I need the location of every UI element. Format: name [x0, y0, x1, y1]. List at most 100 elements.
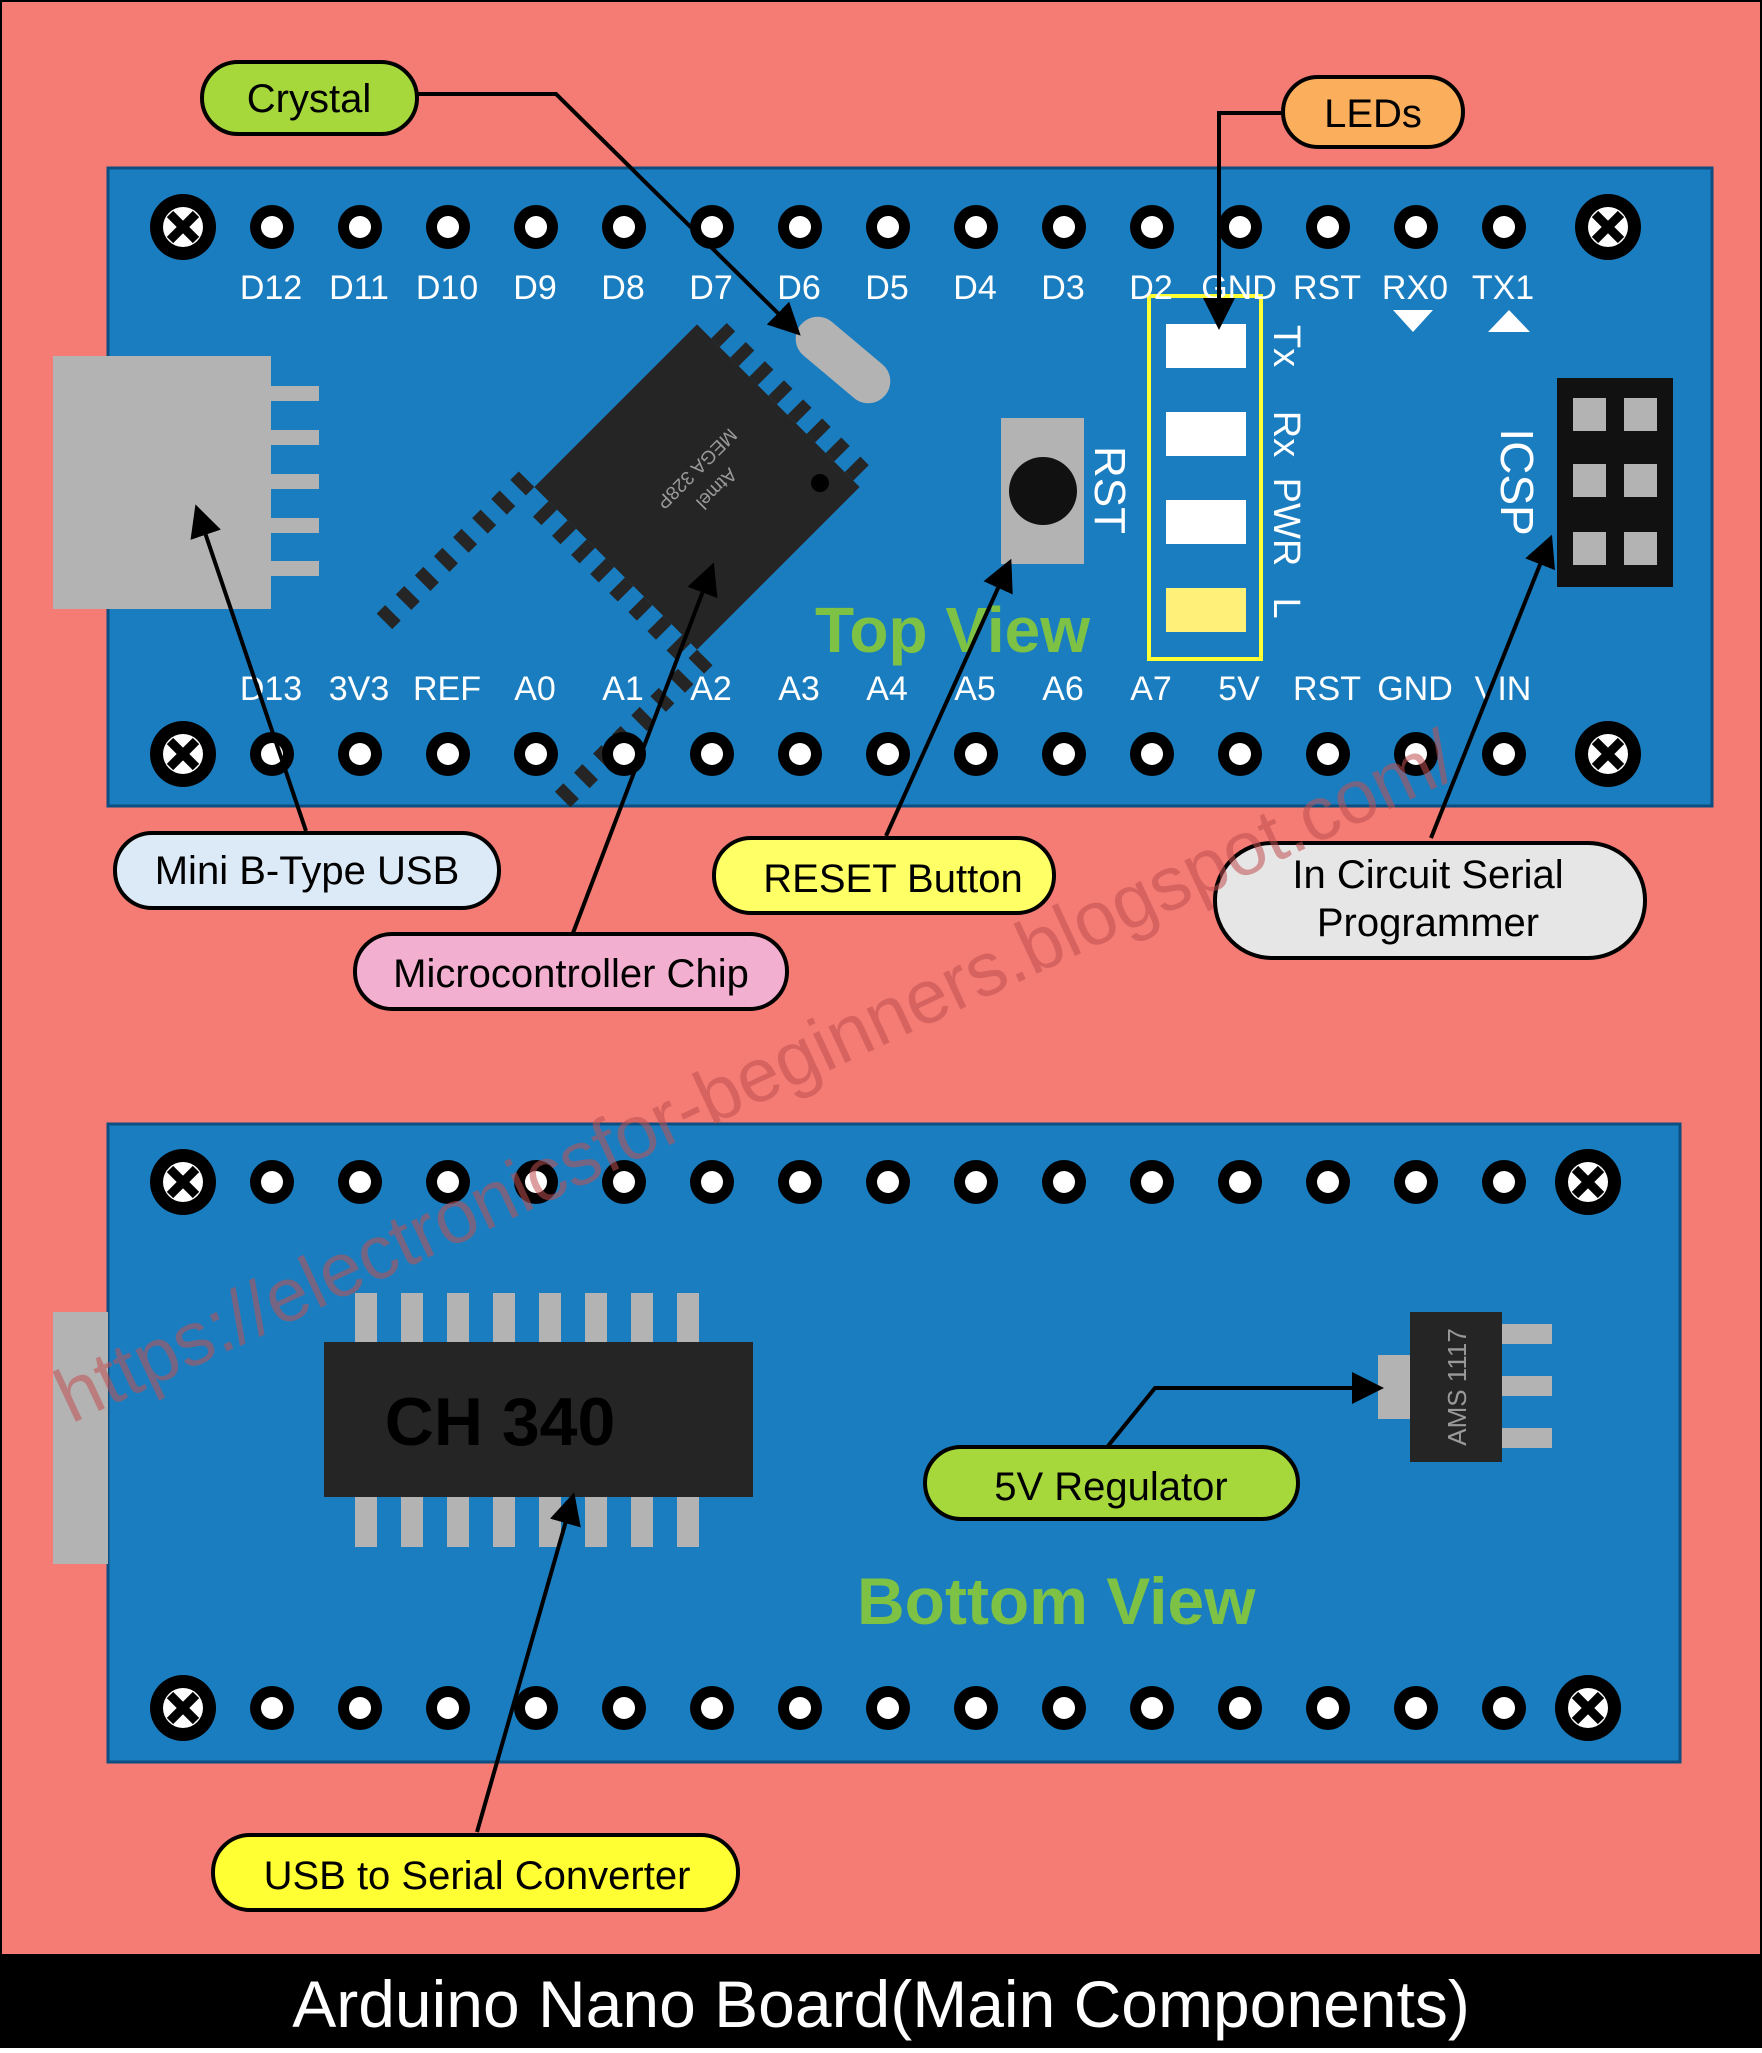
top-view-label: Top View — [815, 594, 1090, 666]
arrow-reset — [884, 558, 1013, 837]
pin-label-bottom-3: A0 — [514, 670, 556, 708]
callout-leds-text: LEDs — [1324, 92, 1422, 136]
pin-label-bottom-13: GND — [1377, 670, 1453, 708]
callout-reset-text: RESET Button — [763, 857, 1022, 901]
page-title: Arduino Nano Board(Main Components) — [292, 1967, 1470, 2041]
bottom-board-top-row — [150, 1149, 1621, 1215]
regulator-pins — [1502, 1324, 1552, 1448]
bottom-board-bottom-row — [150, 1675, 1621, 1741]
callout-icsp: In Circuit Serial Programmer — [1213, 841, 1647, 960]
bottom-board-bottom-mount-hole-2 — [1555, 1675, 1621, 1741]
arrow-crystal — [417, 92, 801, 336]
bottom-board-top-mount-hole-2 — [1555, 1149, 1621, 1215]
callout-usb: Mini B-Type USB — [113, 831, 501, 910]
pin-label-top-5: D7 — [689, 269, 732, 307]
pin-label-top-2: D10 — [416, 269, 478, 307]
pin-label-bottom-7: A4 — [866, 670, 908, 708]
led-pwr — [1166, 500, 1246, 544]
led-label-rx: Rx — [1265, 411, 1307, 457]
pin-label-bottom-10: A7 — [1130, 670, 1172, 708]
top-board-top-row — [150, 194, 1641, 260]
top-board-pcb — [106, 166, 1714, 808]
pin-label-top-1: D11 — [329, 269, 389, 307]
pin-label-top-7: D5 — [865, 269, 908, 307]
bottom-view-label: Bottom View — [857, 1564, 1256, 1638]
chip-pin1-dot — [811, 474, 829, 492]
callout-converter: USB to Serial Converter — [211, 1833, 740, 1912]
regulator-tab — [1378, 1355, 1410, 1419]
arrow-micro — [571, 562, 718, 934]
pin-label-top-14: TX1 — [1472, 269, 1534, 307]
pin-label-bottom-2: REF — [413, 670, 481, 708]
pin-label-bottom-9: A6 — [1042, 670, 1084, 708]
pin-label-bottom-6: A3 — [778, 670, 820, 708]
top-board-top-mount-hole-2 — [1575, 194, 1641, 260]
mini-usb-connector — [53, 356, 271, 609]
callout-micro-text: Microcontroller Chip — [393, 952, 749, 996]
top-board-bottom-mount-hole-1 — [150, 721, 216, 787]
arrow-leds — [1203, 111, 1283, 330]
led-frame — [1147, 294, 1263, 661]
bottom-view-board: CH 340 AMS 1117 Bottom View — [53, 1122, 1682, 1764]
callout-regulator-text: 5V Regulator — [994, 1465, 1227, 1509]
crystal-component — [795, 316, 891, 404]
pin-label-top-12: RST — [1293, 269, 1361, 307]
pin-label-bottom-0: D13 — [240, 670, 302, 708]
pin-label-bottom-1: 3V3 — [329, 670, 390, 708]
arrow-icsp — [1429, 534, 1555, 839]
arrow-converter — [475, 1492, 581, 1833]
callout-reset: RESET Button — [712, 836, 1056, 915]
rx-triangle-icon — [1393, 310, 1433, 332]
ch340-label: CH 340 — [385, 1384, 616, 1460]
top-board-top-mount-hole-1 — [150, 194, 216, 260]
pin-label-top-6: D6 — [777, 269, 820, 307]
icsp-label-vertical: ICSP — [1491, 428, 1543, 535]
callout-leds: LEDs — [1281, 75, 1465, 149]
led-label-tx: Tx — [1265, 325, 1307, 367]
led-label-l: L — [1265, 597, 1307, 618]
reset-button-knob — [1009, 457, 1077, 525]
arrow-usb — [190, 504, 308, 832]
callout-usb-text: Mini B-Type USB — [155, 849, 460, 893]
pin-label-bottom-5: A2 — [690, 670, 732, 708]
tx-triangle-icon — [1488, 310, 1530, 332]
bottom-board-top-mount-hole-1 — [150, 1149, 216, 1215]
top-view-board: Atmel MEGA 328P RST Tx Rx PWR L ICSP Top… — [53, 166, 1714, 808]
microcontroller-chip — [376, 322, 869, 808]
pin-label-top-13: RX0 — [1382, 269, 1448, 307]
pin-label-top-0: D12 — [240, 269, 302, 307]
led-tx — [1166, 324, 1246, 368]
usb-connector-pins — [271, 386, 319, 576]
arrow-regulator — [1106, 1372, 1384, 1448]
ch340-pins — [355, 1293, 699, 1547]
callout-converter-text: USB to Serial Converter — [264, 1854, 691, 1898]
pin-label-bottom-4: A1 — [602, 670, 644, 708]
ams1117-regulator — [1410, 1312, 1502, 1462]
led-rx — [1166, 412, 1246, 456]
pin-label-top-11: GND — [1201, 269, 1277, 307]
callout-regulator: 5V Regulator — [923, 1445, 1300, 1521]
led-l — [1166, 588, 1246, 632]
callout-icsp-line2: Programmer — [1317, 901, 1539, 945]
regulator-label: AMS 1117 — [1442, 1328, 1472, 1446]
callout-icsp-line1: In Circuit Serial — [1292, 853, 1563, 897]
title-bar — [0, 1954, 1762, 2048]
top-board-bottom-mount-hole-2 — [1575, 721, 1641, 787]
pin-label-top-8: D4 — [953, 269, 996, 307]
pin-label-top-10: D2 — [1129, 269, 1172, 307]
callout-crystal-text: Crystal — [247, 77, 371, 121]
pin-label-bottom-11: 5V — [1218, 670, 1260, 708]
pin-label-bottom-12: RST — [1293, 670, 1361, 708]
pin-label-top-3: D9 — [513, 269, 556, 307]
bottom-usb-connector — [53, 1312, 108, 1564]
pin-label-bottom-8: A5 — [954, 670, 996, 708]
pin-label-top-4: D8 — [601, 269, 644, 307]
icsp-pins — [1573, 398, 1657, 565]
led-label-pwr: PWR — [1265, 478, 1307, 567]
callout-arrows — [190, 92, 1555, 1833]
top-board-bottom-row — [150, 721, 1641, 787]
callout-micro: Microcontroller Chip — [353, 932, 789, 1011]
callout-crystal: Crystal — [200, 60, 419, 136]
